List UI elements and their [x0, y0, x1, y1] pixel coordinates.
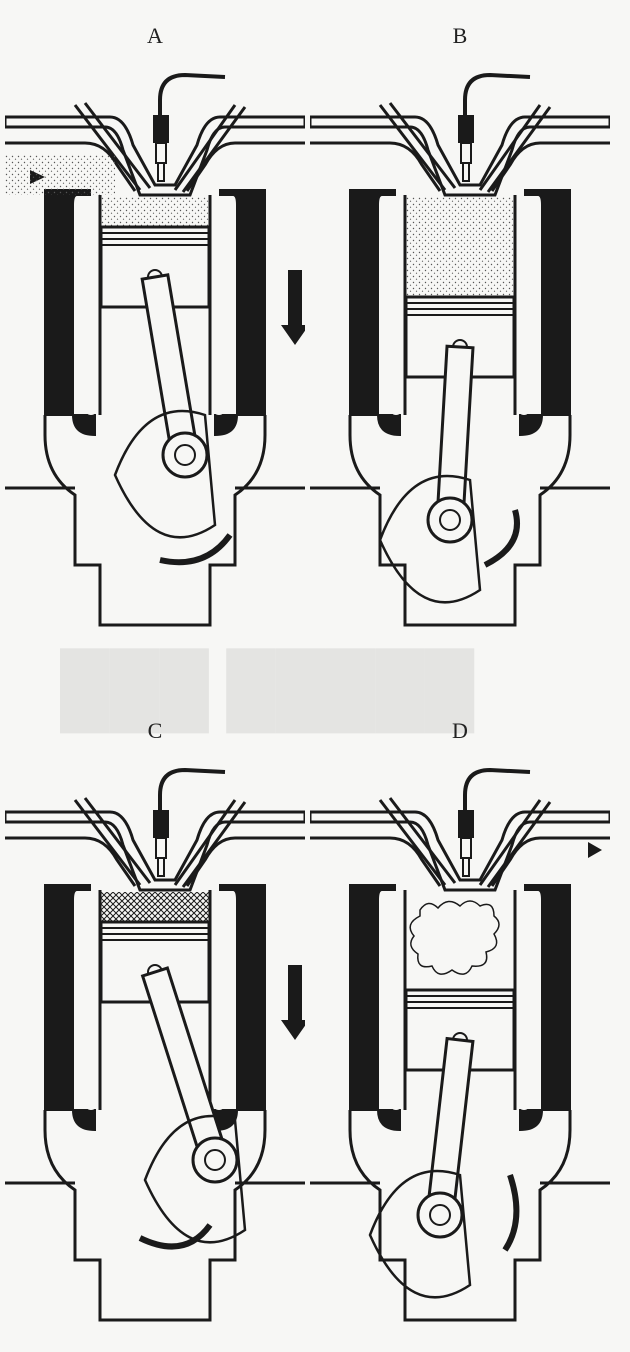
panel-c-power: C: [5, 700, 305, 1330]
spark-plug-tip: [157, 857, 165, 877]
spark-plug-cap: [458, 115, 474, 143]
right-water-jacket: [518, 900, 530, 1110]
exhaust-valve-stem: [478, 799, 542, 886]
right-water-jacket: [213, 205, 225, 415]
cylinder-head: [310, 115, 610, 197]
crankcase: [348, 415, 572, 627]
crank-counterweight: [143, 1114, 247, 1244]
left-water-jacket: [85, 900, 97, 1110]
panel-b-label: B: [452, 23, 468, 48]
right-cylinder-wall: [519, 884, 571, 1132]
rotation-arrow: [138, 1223, 213, 1250]
cylinder-head: [310, 810, 610, 892]
exhaust-valve-stem: [173, 799, 237, 886]
spark-plug-cap: [153, 115, 169, 143]
spark-plug: [460, 837, 472, 859]
engine-diagram-c: [5, 767, 305, 1322]
panel-a-label: A: [147, 23, 163, 48]
piston-down-arrow: [281, 270, 305, 345]
cylinder-head: [5, 810, 305, 892]
spark-plug: [155, 142, 167, 164]
crankcase: [43, 415, 267, 627]
panel-a-intake: A: [5, 5, 305, 635]
crank-pin: [174, 444, 196, 466]
crank-pin: [429, 1204, 451, 1226]
spark-plug: [460, 142, 472, 164]
crank-counterweight: [113, 409, 217, 539]
exhaust-gas-cloud: [409, 900, 500, 975]
intake-valve-stem: [378, 799, 447, 886]
panel-d-exhaust: D: [310, 700, 610, 1330]
left-cylinder-wall: [44, 189, 96, 437]
cylinder-head: [5, 115, 305, 197]
right-water-jacket: [518, 205, 530, 415]
port-walls: [310, 836, 610, 887]
crank-journal: [426, 496, 474, 544]
exhaust-flow-arrow: [588, 842, 602, 858]
crankcase: [43, 1110, 267, 1322]
panel-b-compression: B: [310, 5, 610, 635]
engine-diagram-a: [5, 72, 305, 627]
port-walls: [5, 141, 305, 192]
panel-d-label: D: [452, 718, 468, 743]
left-water-jacket: [390, 900, 402, 1110]
crank-journal: [161, 431, 209, 479]
spark-plug-cap: [153, 810, 169, 838]
left-cylinder-wall: [44, 884, 96, 1132]
left-cylinder-wall: [349, 884, 401, 1132]
spark-plug: [155, 837, 167, 859]
intake-valve-stem: [73, 104, 142, 191]
exhaust-valve-stem: [478, 104, 542, 191]
engine-diagram-d: [310, 767, 610, 1322]
intake-valve-stem: [378, 104, 447, 191]
engine-diagram-b: [310, 72, 610, 627]
left-water-jacket: [390, 205, 402, 415]
spark-plug-wire: [463, 72, 531, 123]
intake-mixture: [5, 155, 115, 195]
combustion-chamber: [101, 892, 209, 922]
crank-pin: [204, 1149, 226, 1171]
rotation-arrow: [483, 509, 520, 568]
right-cylinder-wall: [519, 189, 571, 437]
crankcase: [348, 1110, 572, 1322]
rotation-arrow: [159, 533, 233, 566]
port-walls: [310, 141, 610, 192]
spark-plug-tip: [462, 162, 470, 182]
left-water-jacket: [85, 205, 97, 415]
spark-plug-wire: [158, 72, 226, 123]
spark-plug-wire: [158, 767, 226, 818]
port-walls: [5, 836, 305, 887]
crank-journal: [191, 1136, 239, 1184]
right-cylinder-wall: [214, 189, 266, 437]
right-water-jacket: [213, 900, 225, 1110]
exhaust-valve-stem: [173, 104, 237, 191]
rotation-arrow: [502, 1174, 520, 1252]
spark-plug-cap: [458, 810, 474, 838]
spark-plug-wire: [463, 767, 531, 818]
combustion-chamber: [406, 197, 514, 297]
crank-counterweight: [378, 474, 482, 604]
crank-counterweight: [368, 1169, 472, 1299]
left-cylinder-wall: [349, 189, 401, 437]
spark-plug-tip: [462, 857, 470, 877]
crank-journal: [416, 1191, 464, 1239]
panel-c-label: C: [147, 718, 163, 743]
combustion-chamber: [101, 197, 209, 227]
intake-valve-stem: [73, 799, 142, 886]
piston-down-arrow: [281, 965, 305, 1040]
crank-pin: [439, 509, 461, 531]
spark-plug-tip: [157, 162, 165, 182]
